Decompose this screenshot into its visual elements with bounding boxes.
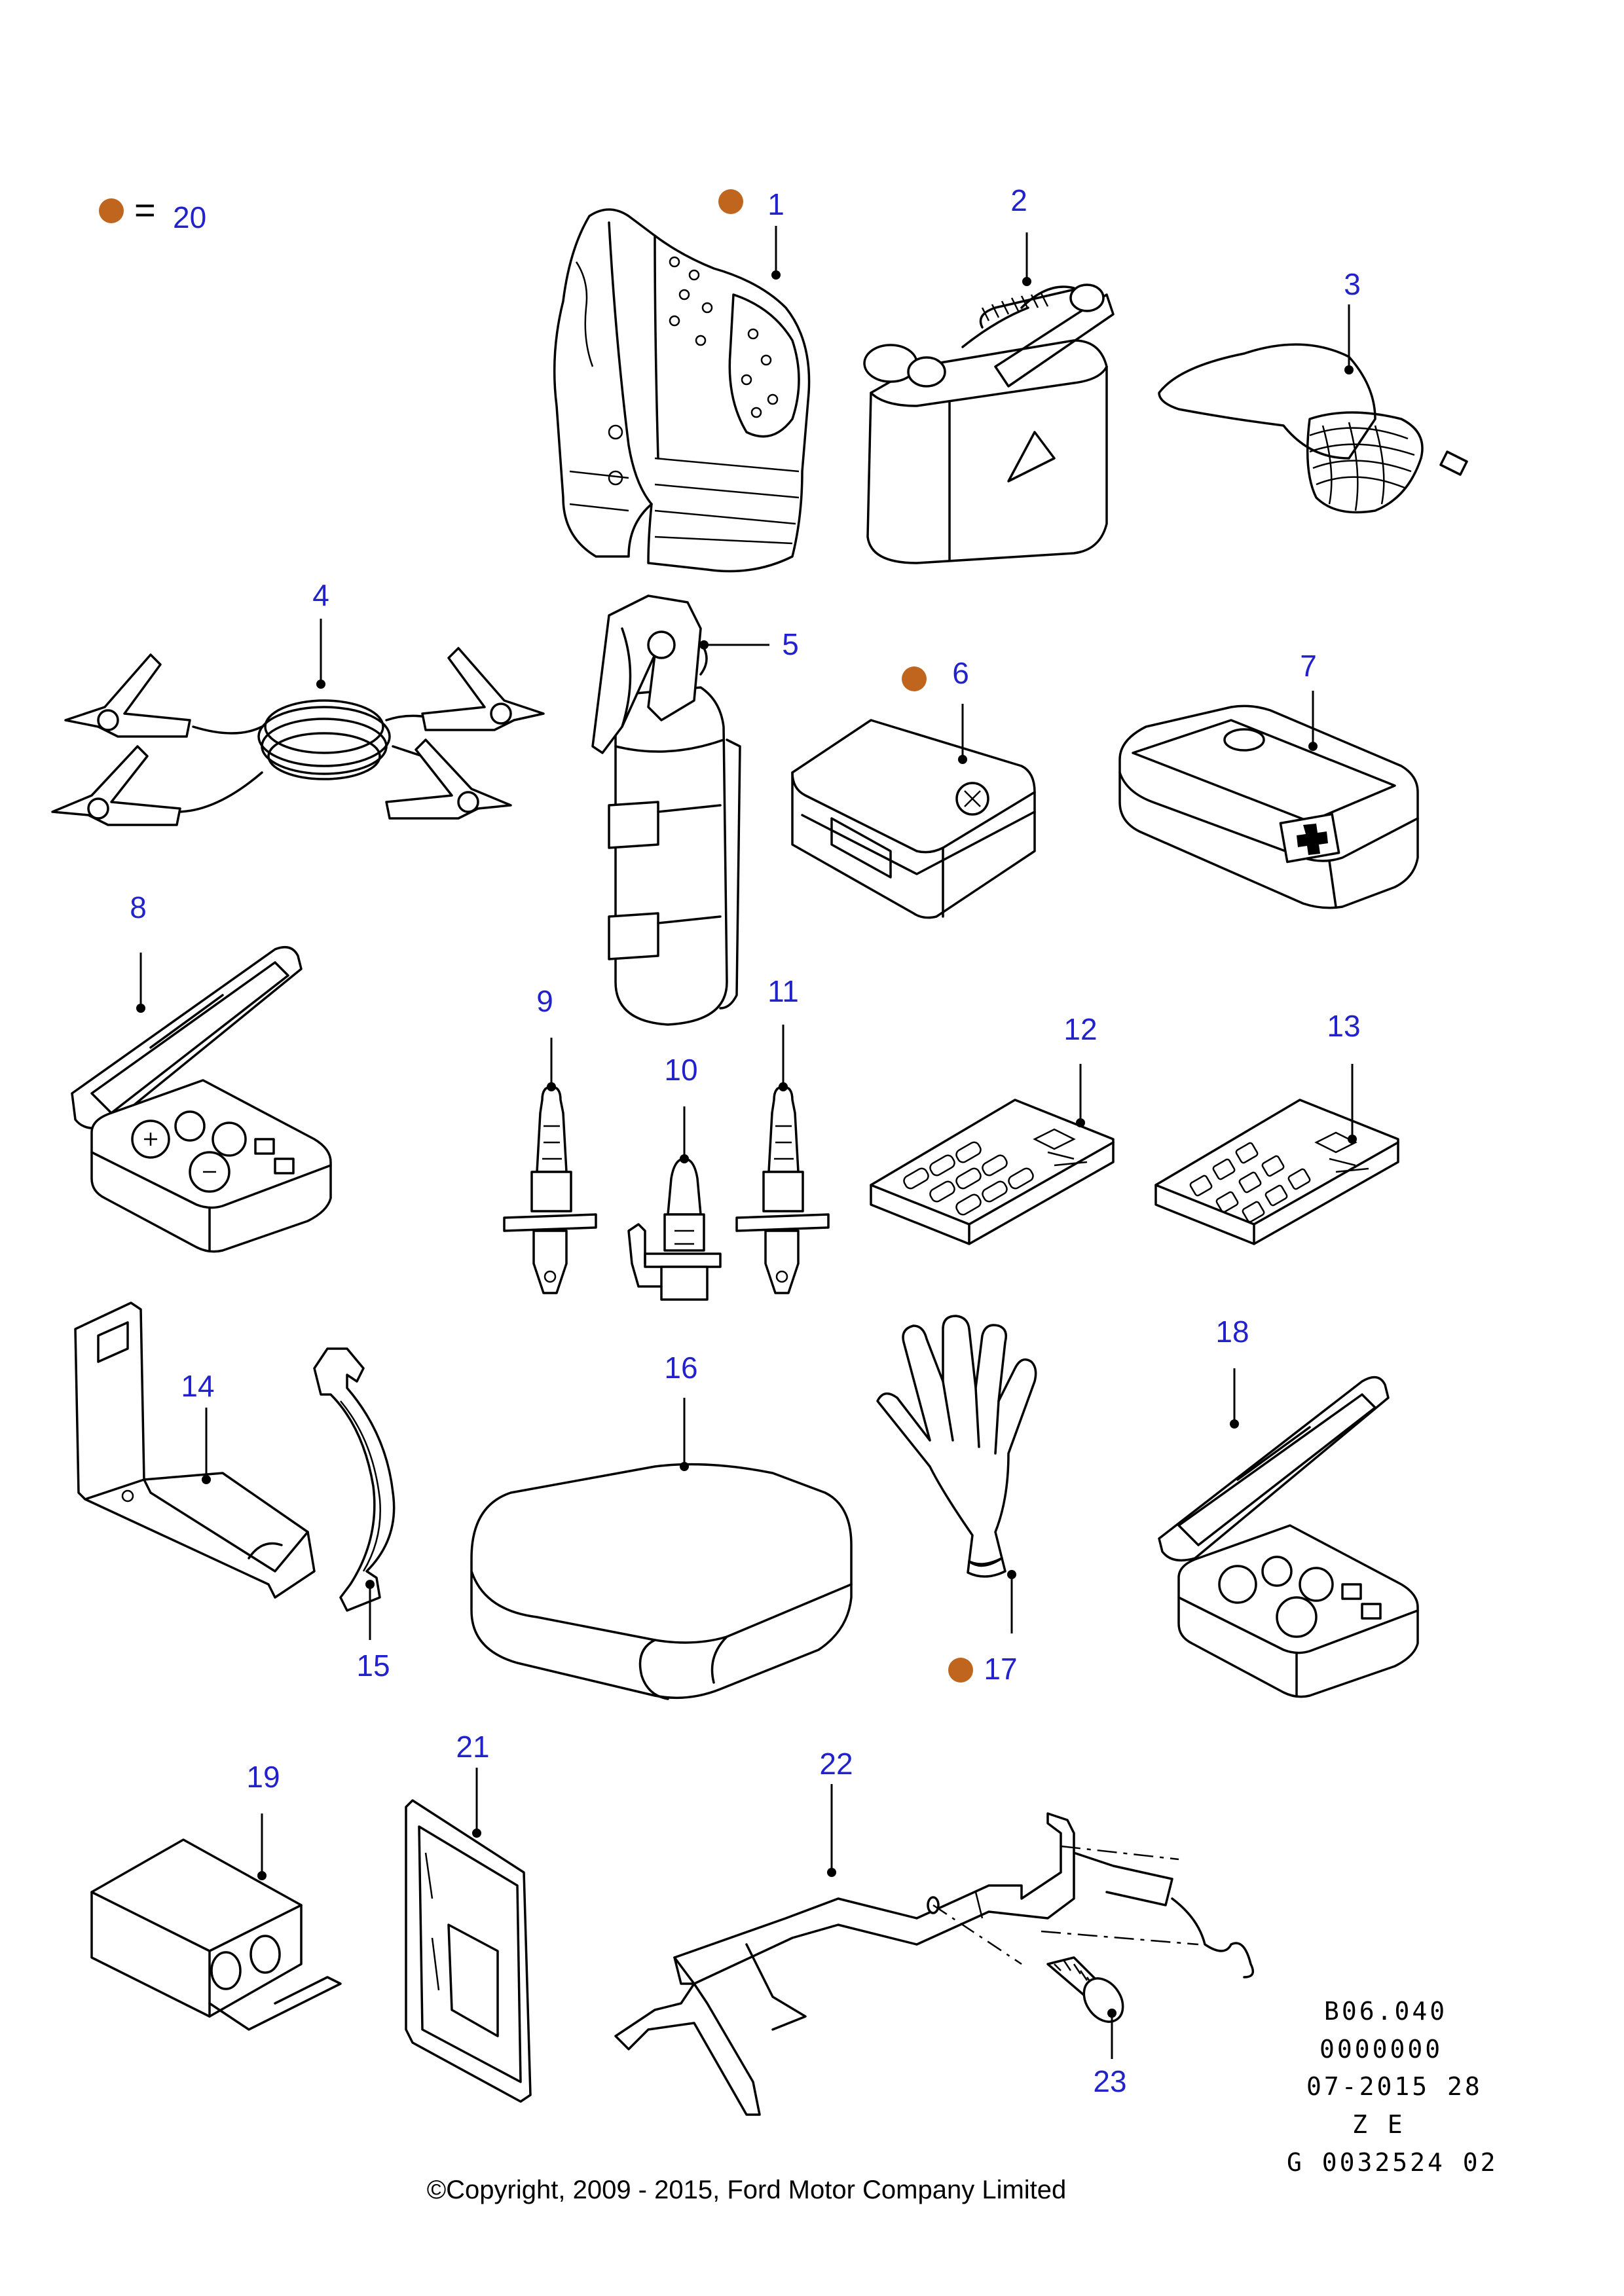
callout-3: 3 [1344, 267, 1361, 301]
part-12-fuse-card [870, 1099, 1115, 1245]
drawing-code-line-5: G 0032524 02 [1287, 2148, 1498, 2177]
callout-11: 11 [767, 974, 799, 1008]
drawing-code-line-3: 07-2015 28 [1306, 2072, 1483, 2101]
callout-19: 19 [246, 1760, 280, 1794]
callout-6-marker [902, 666, 927, 691]
part-9-bulb [503, 1085, 597, 1294]
callout-numbers: 1 2 3 4 5 6 7 8 9 10 11 12 13 14 15 16 1… [130, 183, 1361, 2098]
callout-4: 4 [312, 578, 329, 612]
callout-15: 15 [356, 1649, 390, 1683]
callout-17: 17 [984, 1652, 1017, 1686]
part-5-fire-extinguisher [591, 594, 741, 1026]
callout-8: 8 [130, 890, 147, 924]
callout-17-marker [948, 1658, 973, 1683]
part-23-screw [1046, 1956, 1124, 2023]
drawing-code-line-4: Z E [1352, 2110, 1405, 2139]
part-14-bracket [74, 1302, 316, 1599]
part-3-tow-rope-bag [1158, 343, 1468, 514]
callout-14: 14 [181, 1369, 214, 1403]
part-13-fuse-card [1154, 1099, 1399, 1245]
part-16-blanket [470, 1463, 853, 1700]
callout-12: 12 [1063, 1012, 1097, 1046]
part-2-jerry-can [863, 283, 1115, 564]
part-4-jump-leads [51, 647, 545, 826]
callout-21: 21 [456, 1730, 489, 1764]
callout-9: 9 [536, 984, 553, 1018]
part-22-bracket [614, 1812, 1255, 2116]
part-1-safety-vest [553, 208, 811, 573]
part-11-bulb [735, 1085, 830, 1294]
drawing-code-block: B06.040 0000000 07-2015 28 Z E G 0032524… [1287, 1997, 1498, 2177]
part-7-first-aid-kit [1118, 704, 1419, 909]
copyright-notice: ©Copyright, 2009 - 2015, Ford Motor Comp… [427, 2176, 1067, 2204]
callout-13: 13 [1327, 1009, 1360, 1043]
callout-16: 16 [664, 1351, 697, 1385]
callout-18: 18 [1215, 1315, 1249, 1349]
callout-1-marker [718, 189, 743, 214]
callout-2: 2 [1010, 183, 1027, 217]
callout-5: 5 [782, 627, 799, 661]
callout-1: 1 [767, 187, 784, 221]
callout-6: 6 [952, 656, 969, 690]
callout-10: 10 [664, 1053, 697, 1087]
legend: = 20 [99, 189, 206, 234]
part-6-first-aid-box [791, 719, 1036, 919]
part-21-pouch [405, 1799, 532, 2103]
leader-lines [136, 226, 1357, 2059]
drawing-code-line-1: B06.040 [1324, 1997, 1447, 2026]
legend-equals: = [134, 189, 156, 230]
legend-marker-dot [99, 198, 124, 223]
part-15-strap [313, 1347, 396, 1612]
part-8-bulb-kit [71, 945, 332, 1253]
part-19-battery-box [90, 1838, 342, 2031]
part-10-bulb [627, 1157, 722, 1301]
part-17-gloves [876, 1315, 1037, 1578]
part-18-bulb-kit [1158, 1376, 1419, 1698]
callout-23: 23 [1093, 2064, 1126, 2098]
legend-number: 20 [173, 200, 206, 234]
callout-7: 7 [1300, 649, 1317, 683]
callout-22: 22 [819, 1747, 853, 1781]
drawing-code-line-2: 0000000 [1320, 2035, 1443, 2064]
